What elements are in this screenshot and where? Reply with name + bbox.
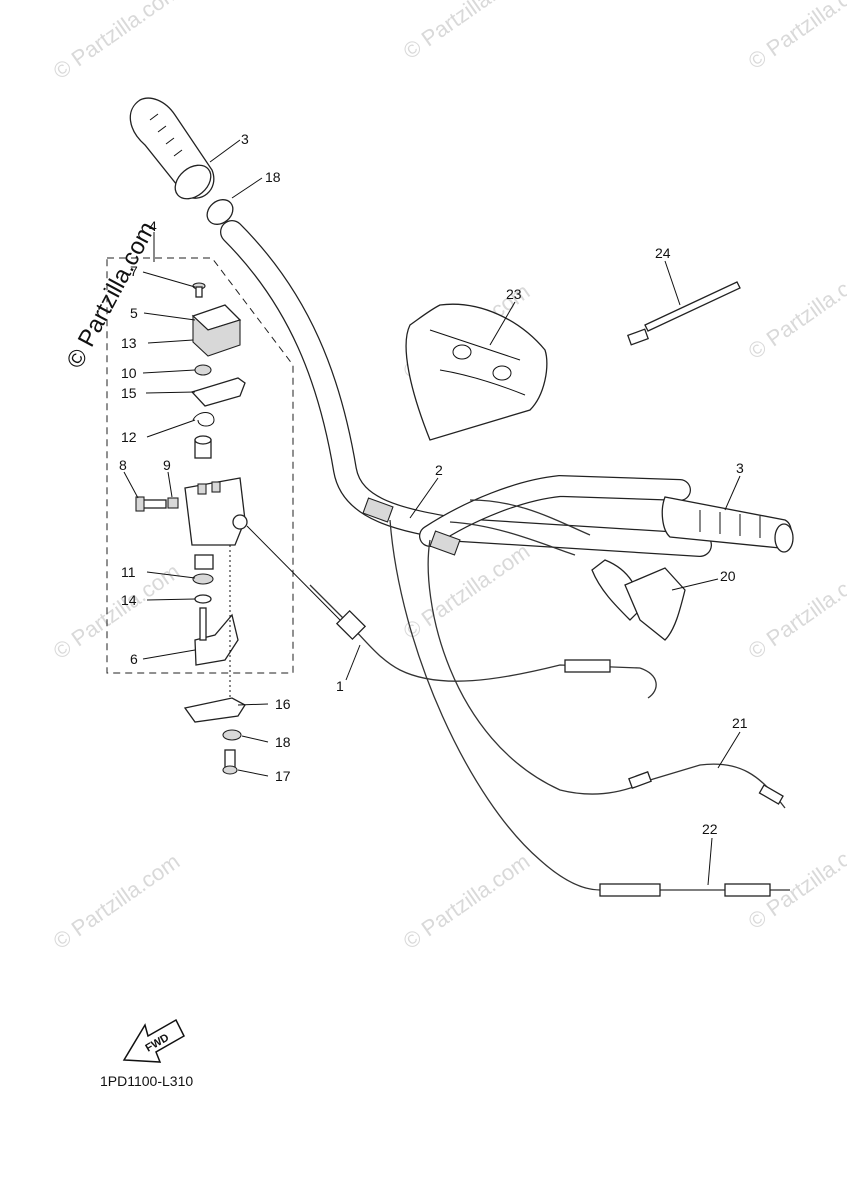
watermark: © Partzilla.com <box>744 559 847 665</box>
cable-22 <box>389 519 790 897</box>
watermark: © Partzilla.com <box>49 849 185 955</box>
callout-13: 13 <box>121 335 137 351</box>
right-grip <box>661 496 794 553</box>
callout-9: 9 <box>163 457 171 473</box>
lower-clamp <box>183 697 246 723</box>
handlebar-clamp <box>194 607 239 666</box>
callout-21: 21 <box>732 715 748 731</box>
watermark: © Partzilla.com <box>399 849 535 955</box>
callout-5: 5 <box>130 305 138 321</box>
housing-washer <box>192 573 214 585</box>
callout-6: 6 <box>130 651 138 667</box>
watermark: © Partzilla.com <box>744 829 847 935</box>
callout-2: 2 <box>435 462 443 478</box>
callout-3-left: 3 <box>241 131 249 147</box>
collar <box>194 435 212 459</box>
return-spring <box>192 412 215 427</box>
callout-12: 12 <box>121 429 137 445</box>
callout-8: 8 <box>119 457 127 473</box>
thin-washer <box>194 594 212 604</box>
watermark: © Partzilla.com <box>744 0 847 74</box>
throttle-lever <box>190 377 246 407</box>
callout-17: 17 <box>275 768 291 784</box>
fwd-arrow-icon: FWD <box>122 1018 185 1063</box>
cable-boot <box>591 559 686 641</box>
callout-14: 14 <box>121 592 137 608</box>
throttle-cover-screw <box>192 282 206 298</box>
throttle-assembly-box <box>106 257 294 674</box>
callout-16: 16 <box>275 696 291 712</box>
callout-4: 4 <box>149 218 157 234</box>
callout-3-right: 3 <box>736 460 744 476</box>
callout-1: 1 <box>336 678 344 694</box>
cable-tie <box>626 281 741 346</box>
handlebar-cover <box>405 303 548 441</box>
bushing <box>194 554 214 570</box>
throttle-housing <box>184 477 248 546</box>
callout-15: 15 <box>121 385 137 401</box>
switch-cables <box>449 499 591 556</box>
diagram-reference-code: 1PD1100-L310 <box>100 1073 193 1089</box>
watermark: © Partzilla.com <box>399 539 535 645</box>
watermark: © Partzilla.com <box>49 0 185 84</box>
callout-22: 22 <box>702 821 718 837</box>
clamp-washer <box>222 729 242 741</box>
clamp-bolt <box>222 749 238 775</box>
callout-20: 20 <box>720 568 736 584</box>
watermark-main: © Partzilla.com <box>61 217 161 372</box>
nut <box>167 497 179 509</box>
callout-24: 24 <box>655 245 671 261</box>
callout-18: 18 <box>275 734 291 750</box>
washer <box>194 364 212 376</box>
handlebar <box>220 220 712 557</box>
callout-11: 11 <box>121 564 136 580</box>
callout-7: 7 <box>130 263 138 279</box>
watermark: © Partzilla.com <box>399 0 535 64</box>
left-grip <box>129 97 215 200</box>
throttle-cover <box>191 304 242 357</box>
callout-labels: 3 18 4 7 5 13 10 15 12 8 9 11 14 6 16 18… <box>119 131 748 837</box>
cable-21 <box>427 539 786 809</box>
throttle-cable <box>246 525 657 699</box>
watermark: © Partzilla.com <box>744 259 847 365</box>
callout-10: 10 <box>121 365 137 381</box>
callout-19: 18 <box>265 169 281 185</box>
callout-23: 23 <box>506 286 522 302</box>
grip-collar <box>206 199 234 225</box>
housing-screw <box>135 496 167 512</box>
leader-lines <box>123 139 741 886</box>
